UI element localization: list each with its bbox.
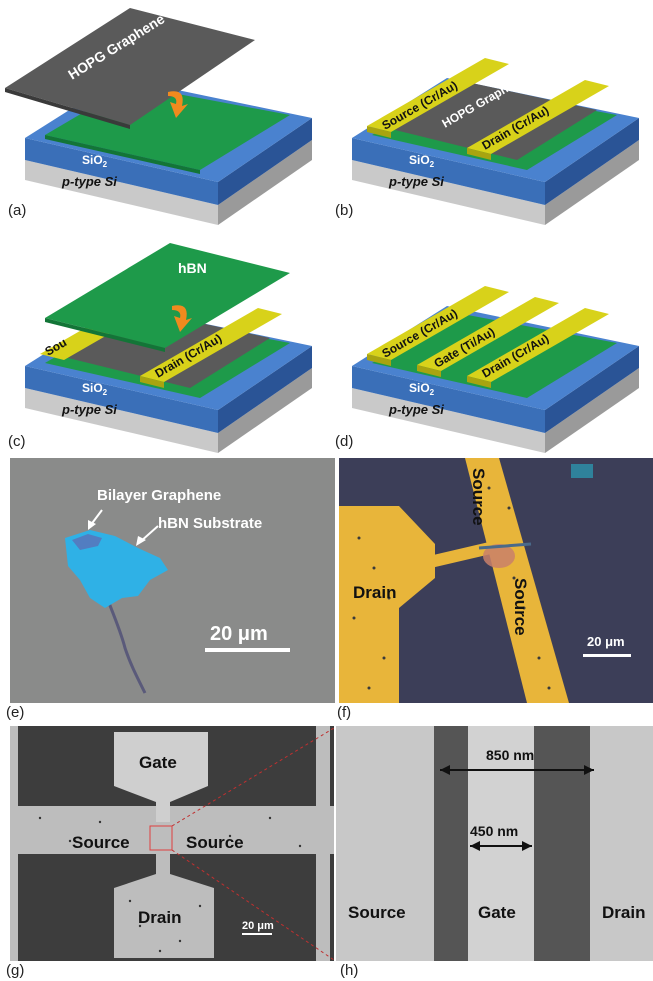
drain-label-h: Drain: [602, 903, 645, 922]
panel-label-e: (e): [6, 704, 25, 721]
drain-pad-g: [114, 836, 214, 958]
scalebar-e: [205, 648, 290, 652]
si-label-b: p-type Si: [388, 174, 444, 189]
source-label-f-bottom: Source: [511, 578, 530, 636]
schematic-c: hBN Sou Drain (Cr/Au) SiO2 p-type Si: [25, 243, 312, 453]
drain-label-f: Drain: [353, 583, 396, 602]
panel-g: Gate Source Source Drain 20 μm (g): [6, 726, 334, 979]
gate-label-g: Gate: [139, 753, 177, 772]
source-electrode-d: [367, 286, 509, 360]
panel-label-d: (d): [335, 433, 354, 450]
schematic-b: Source (Cr/Au) HOPG Graphene Drain (Cr/A…: [352, 58, 639, 225]
arrow-icon: [172, 305, 192, 332]
micrograph-f: Source Source Drain 20 μm: [339, 458, 653, 703]
scalebar-f: [583, 654, 631, 657]
sem-image-h: 850 nm 450 nm Source Gate Drain: [336, 726, 653, 961]
scalebar-label-g: 20 μm: [242, 920, 274, 932]
source-label-g-right: Source: [186, 833, 244, 852]
drain-label-g: Drain: [138, 908, 181, 927]
sio2-front-a: [25, 138, 218, 205]
drain-electrode-c: [140, 308, 282, 382]
zoom-connector: [171, 727, 335, 961]
hbn-sheet-c: [45, 243, 290, 348]
source-label-h: Source: [348, 903, 406, 922]
dim-label-outer: 850 nm: [486, 747, 534, 763]
sem-image-g: Gate Source Source Drain 20 μm: [10, 726, 334, 961]
panel-label-g: (g): [6, 962, 25, 979]
sio2-side-a: [218, 118, 312, 205]
gate-pad-g: [114, 732, 208, 822]
source-label-f-top: Source: [469, 468, 488, 526]
source-electrode-b: [367, 58, 509, 132]
panel-h: 850 nm 450 nm Source Gate Drain (h): [336, 726, 653, 979]
dim-label-inner: 450 nm: [470, 823, 518, 839]
micrograph-e: Bilayer Graphene hBN Substrate 20 μm: [10, 458, 335, 703]
drain-electrode-d: [467, 308, 609, 382]
schematic-d: Source (Cr/Au) Gate (Ti/Au) Drain (Cr/Au…: [352, 286, 639, 453]
panel-f: Source Source Drain 20 μm (f): [337, 458, 653, 721]
panel-label-a: (a): [8, 202, 27, 219]
panel-label-c: (c): [8, 433, 26, 450]
panel-d: Source (Cr/Au) Gate (Ti/Au) Drain (Cr/Au…: [327, 228, 653, 453]
scalebar-g: [242, 933, 272, 935]
hbn-label-c: hBN: [178, 260, 207, 276]
sio2-label-d: SiO2: [409, 381, 435, 397]
panel-label-b: (b): [335, 202, 354, 219]
panel-e: Bilayer Graphene hBN Substrate 20 μm (e): [6, 458, 335, 721]
sio2-label-a: SiO2: [82, 153, 108, 169]
panel-label-h: (h): [340, 962, 359, 979]
source-strip-f: [465, 458, 569, 703]
hbn-flake: [65, 530, 168, 608]
sio2-label-b: SiO2: [409, 153, 435, 169]
panel-label-f: (f): [337, 704, 352, 721]
panel-b: Source (Cr/Au) HOPG Graphene Drain (Cr/A…: [327, 0, 653, 225]
graphene-sheet-a: [5, 8, 255, 125]
source-label-g-left: Source: [72, 833, 130, 852]
schematic-a: HOPG Graphene hBN SiO2 p-type Si: [5, 8, 312, 225]
drain-electrode-b: [467, 80, 609, 154]
si-layer-side-a: [218, 140, 312, 225]
bilayer-label: Bilayer Graphene: [97, 487, 221, 504]
hbn-label-a: hBN: [218, 79, 247, 95]
drain-pad-f: [339, 506, 435, 703]
arrow-icon: [168, 91, 188, 118]
panel-a: HOPG Graphene hBN SiO2 p-type Si (a): [0, 0, 326, 225]
gate-label-h: Gate: [478, 903, 516, 922]
gate-electrode-d: [417, 297, 559, 371]
hbn-substrate-label: hBN Substrate: [158, 515, 262, 532]
gap-left: [434, 726, 468, 961]
si-layer-front-a: [25, 160, 218, 225]
si-label-a: p-type Si: [61, 174, 117, 189]
scalebar-label-e: 20 μm: [210, 623, 268, 645]
si-label-c: p-type Si: [61, 402, 117, 417]
sio2-label-c: SiO2: [82, 381, 108, 397]
gap-right: [534, 726, 590, 961]
si-label-d: p-type Si: [388, 402, 444, 417]
scalebar-label-f: 20 μm: [587, 634, 625, 649]
panel-c: hBN Sou Drain (Cr/Au) SiO2 p-type Si (c): [0, 228, 326, 453]
